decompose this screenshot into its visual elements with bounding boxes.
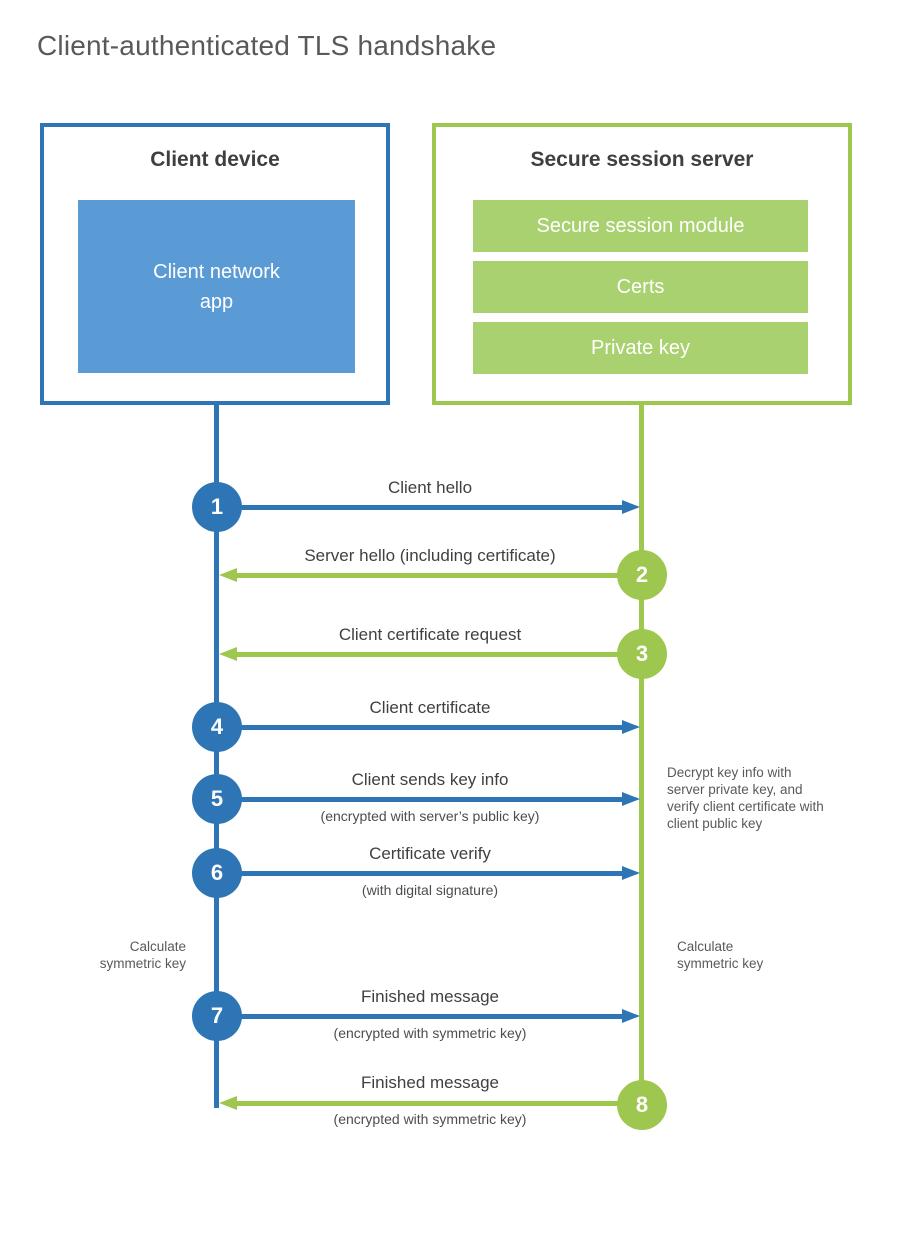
step-1-arrow-line	[220, 505, 622, 510]
step-8-circle: 8	[617, 1080, 667, 1130]
step-6-label: Certificate verify	[369, 844, 491, 863]
step-3-label: Client certificate request	[338, 625, 522, 644]
step-4-arrow-line	[220, 725, 622, 730]
step-6-sublabel: (with digital signature)	[361, 882, 499, 898]
step-1-arrowhead-icon	[622, 500, 640, 514]
step-8-arrowhead-icon	[219, 1096, 237, 1110]
step-5-sublabel: (encrypted with server’s public key)	[320, 808, 540, 824]
step-8-arrow-line	[237, 1101, 642, 1106]
step-8-label: Finished message	[361, 1073, 499, 1092]
step-5-arrow-line	[220, 797, 622, 802]
step-6-arrow-line	[220, 871, 622, 876]
step-7-label: Finished message	[361, 987, 499, 1006]
client-network-app-module: Client network app	[78, 200, 355, 373]
step-5-circle: 5	[192, 774, 242, 824]
server-module-private-key: Private key	[473, 322, 808, 374]
decrypt-key-info-note: Decrypt key info with server private key…	[667, 765, 824, 831]
step-5-arrowhead-icon	[622, 792, 640, 806]
calculate-symmetric-key-note-server: Calculate symmetric key	[677, 939, 764, 971]
step-3-arrowhead-icon	[219, 647, 237, 661]
step-2-arrowhead-icon	[219, 568, 237, 582]
step-2-circle: 2	[617, 550, 667, 600]
page-title: Client-authenticated TLS handshake	[37, 30, 497, 61]
secure-session-server-title: Secure session server	[530, 148, 754, 171]
client-lifeline	[214, 405, 219, 1108]
step-7-arrowhead-icon	[622, 1009, 640, 1023]
step-4-arrowhead-icon	[622, 720, 640, 734]
server-lifeline	[639, 405, 644, 1105]
server-module-secure-session: Secure session module	[473, 200, 808, 252]
step-7-circle: 7	[192, 991, 242, 1041]
step-2-arrow-line	[237, 573, 642, 578]
step-8-sublabel: (encrypted with symmetric key)	[333, 1111, 527, 1127]
step-7-arrow-line	[220, 1014, 622, 1019]
step-3-arrow-line	[237, 652, 642, 657]
step-1-circle: 1	[192, 482, 242, 532]
step-6-arrowhead-icon	[622, 866, 640, 880]
step-7-sublabel: (encrypted with symmetric key)	[333, 1025, 527, 1041]
step-3-circle: 3	[617, 629, 667, 679]
client-device-title: Client device	[150, 148, 280, 171]
step-2-label: Server hello (including certificate)	[304, 546, 556, 565]
step-1-label: Client hello	[387, 478, 473, 497]
calculate-symmetric-key-note-client: Calculate symmetric key	[99, 939, 186, 971]
server-module-certs: Certs	[473, 261, 808, 313]
step-5-label: Client sends key info	[351, 770, 509, 789]
step-6-circle: 6	[192, 848, 242, 898]
step-4-label: Client certificate	[369, 698, 491, 717]
step-4-circle: 4	[192, 702, 242, 752]
